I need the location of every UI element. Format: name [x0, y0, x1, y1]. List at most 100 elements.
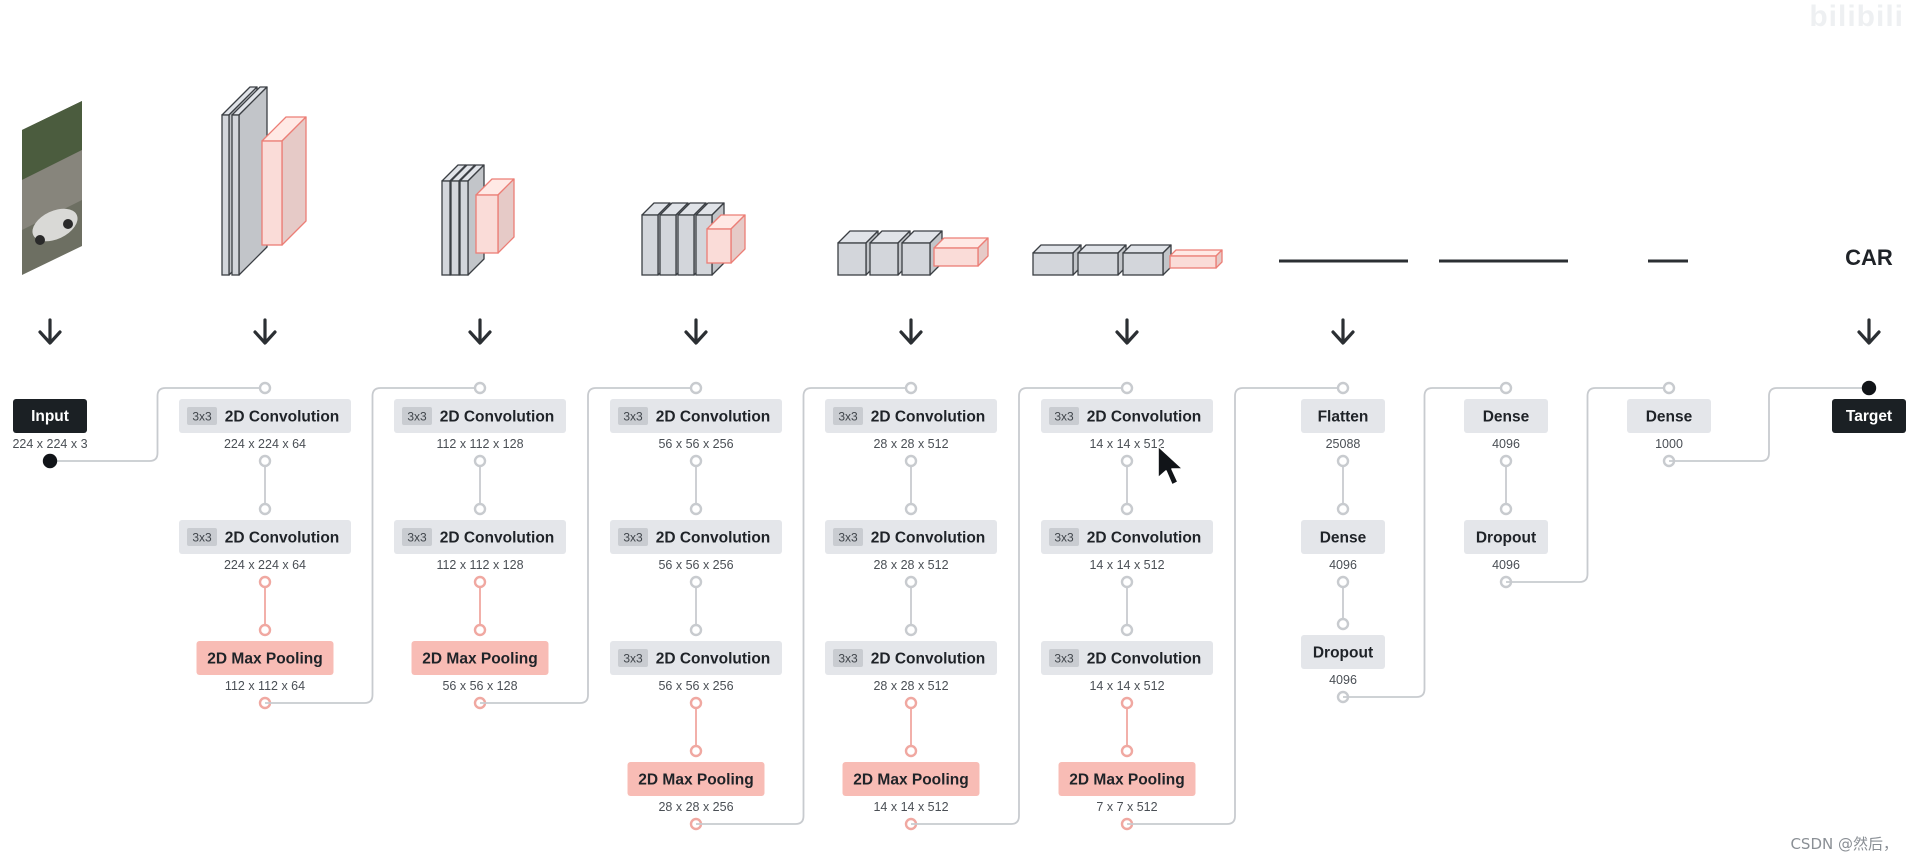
node-box: [842, 762, 980, 796]
layer-output-port: [473, 454, 487, 468]
kernel-size-tag: [833, 407, 863, 425]
node-box: [1041, 520, 1213, 554]
node-box: [1301, 520, 1385, 554]
layer-output-port: [1336, 454, 1350, 468]
node-box: [1041, 641, 1213, 675]
output-shape-label: 28 x 28 x 512: [873, 558, 948, 572]
layer-type-label: Dense: [1320, 530, 1367, 547]
layer-output-port: [689, 696, 703, 710]
block-input-port: [258, 381, 272, 395]
layer-input-port: [904, 744, 918, 758]
input-shape-label: 224 x 224 x 3: [12, 437, 87, 451]
kernel-size-tag: [618, 528, 648, 546]
layer-input-port: [1120, 502, 1134, 516]
layer-input-port: [689, 623, 703, 637]
layer-type-label: 2D Convolution: [871, 409, 986, 426]
layer-type-label: 2D Max Pooling: [1069, 772, 1184, 789]
block-connector-line: [50, 387, 265, 462]
conv-block-1-pictogram: [221, 86, 307, 276]
csdn-watermark: CSDN @然后，: [1790, 835, 1898, 853]
down-arrow-icon: [1331, 318, 1355, 345]
kernel-size-label: 3x3: [838, 652, 858, 666]
layer-type-label: 2D Convolution: [871, 651, 986, 668]
layer-input-port: [904, 623, 918, 637]
layer-output-port: [258, 575, 272, 589]
node-box: [610, 399, 782, 433]
layer-input-port: [1120, 623, 1134, 637]
block-connector-line: [696, 387, 911, 825]
output-shape-label: 4096: [1492, 437, 1520, 451]
output-shape-label: 14 x 14 x 512: [1089, 558, 1164, 572]
output-shape-label: 28 x 28 x 512: [873, 437, 948, 451]
layer-output-port: [1336, 575, 1350, 589]
output-shape-label: 14 x 14 x 512: [873, 800, 948, 814]
output-shape-label: 56 x 56 x 256: [658, 558, 733, 572]
output-shape-label: 56 x 56 x 256: [658, 437, 733, 451]
input-label: Input: [31, 408, 69, 425]
layer-output-port: [904, 575, 918, 589]
output-shape-label: 25088: [1326, 437, 1361, 451]
layer-input-port: [1336, 617, 1350, 631]
video-player-logo: bilibili: [1809, 0, 1904, 33]
block-input-port: [1662, 381, 1676, 395]
layer-input-port: [258, 623, 272, 637]
output-shape-label: 4096: [1329, 673, 1357, 687]
layer-output-port: [258, 454, 272, 468]
output-shape-label: 112 x 112 x 64: [225, 679, 305, 693]
kernel-size-label: 3x3: [623, 410, 643, 424]
block-input-port: [473, 381, 487, 395]
conv-block-4-pictogram: [837, 230, 989, 276]
block-input-port: [904, 381, 918, 395]
kernel-size-label: 3x3: [407, 410, 427, 424]
down-arrow-icon: [684, 318, 708, 345]
kernel-size-tag: [1049, 407, 1079, 425]
layer-input-port: [689, 502, 703, 516]
target-label: Target: [1846, 408, 1892, 425]
conv-block-5-pictogram: [1032, 244, 1223, 276]
down-arrow-icon: [1115, 318, 1139, 345]
layer-output-port: [473, 575, 487, 589]
block-input-port: [689, 381, 703, 395]
output-shape-label: 28 x 28 x 256: [658, 800, 733, 814]
layer-input-port: [689, 744, 703, 758]
layer-input-port: [1120, 744, 1134, 758]
node-box: [1041, 399, 1213, 433]
node-box: [411, 641, 549, 675]
down-arrow-icon: [38, 318, 62, 345]
node-box: [627, 762, 765, 796]
down-arrow-icon: [253, 318, 277, 345]
output-shape-label: 4096: [1329, 558, 1357, 572]
output-shape-label: 28 x 28 x 512: [873, 679, 948, 693]
node-box: [13, 399, 87, 433]
layer-input-port: [473, 623, 487, 637]
node-box: [1464, 520, 1548, 554]
layer-type-label: 2D Max Pooling: [853, 772, 968, 789]
max-pooling-node: 2D Max Pooling 14 x 14 x 512: [842, 762, 980, 814]
output-shape-label: 14 x 14 x 512: [1089, 679, 1164, 693]
layer-type-label: 2D Convolution: [1087, 651, 1202, 668]
kernel-size-tag: [402, 407, 432, 425]
conv-block-3-pictogram: [641, 202, 746, 276]
block-connector-line: [1506, 387, 1669, 583]
kernel-size-tag: [187, 407, 217, 425]
output-shape-label: 112 x 112 x 128: [436, 437, 523, 451]
kernel-size-tag: [187, 528, 217, 546]
node-box: [179, 399, 351, 433]
input-output-port: [42, 453, 58, 469]
layer-output-port: [1120, 696, 1134, 710]
layer-type-label: 2D Convolution: [1087, 409, 1202, 426]
target-class-label: CAR: [1845, 245, 1893, 270]
node-box: [610, 641, 782, 675]
kernel-size-label: 3x3: [407, 531, 427, 545]
layer-input-port: [1336, 502, 1350, 516]
